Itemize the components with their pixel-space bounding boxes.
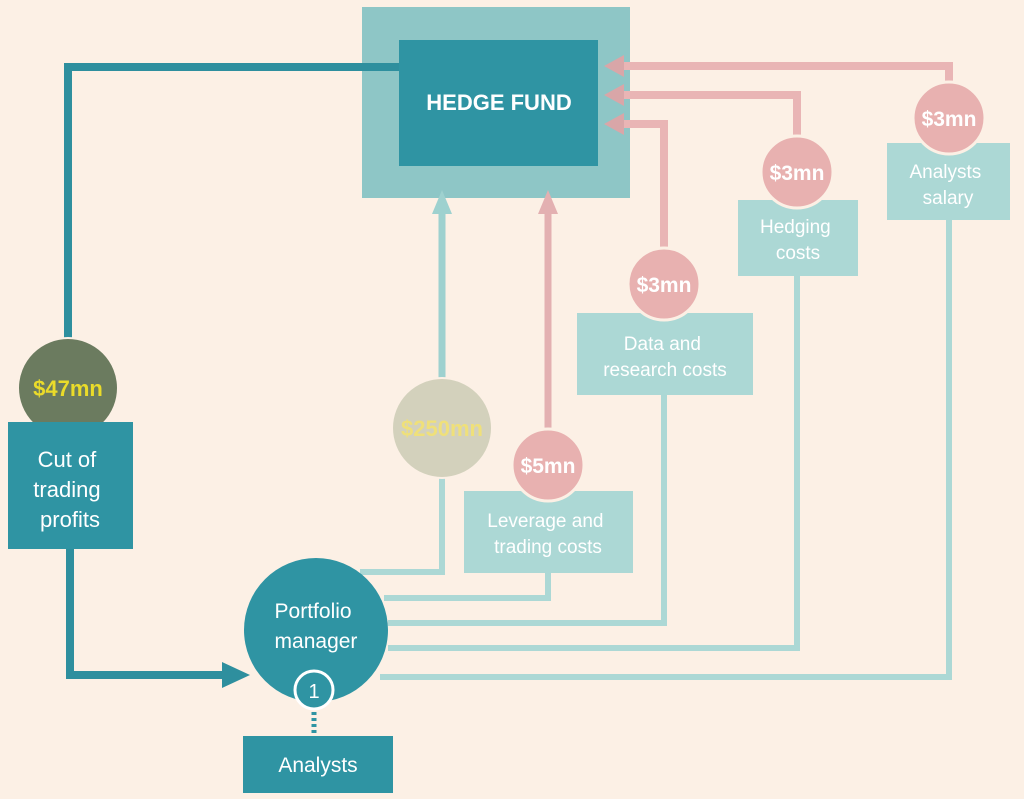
connector-salary	[380, 220, 952, 680]
capital-amount-circle	[391, 377, 493, 479]
analysts-salary-box	[887, 143, 1010, 220]
hedging-label: Hedging costs	[760, 217, 836, 264]
leverage-box	[464, 491, 633, 573]
connector-data	[388, 395, 667, 626]
hedging-box	[738, 200, 858, 276]
data-arrowhead-icon	[604, 113, 624, 135]
data-cost-line	[620, 120, 668, 248]
analyst-count-badge	[293, 669, 335, 711]
analysts-salary-amount-circle	[911, 80, 987, 156]
hedging-cost-line	[620, 91, 801, 136]
hedging-amount-circle	[759, 134, 835, 210]
data-research-box	[577, 313, 753, 395]
data-research-amount: $3mn	[637, 274, 692, 297]
hedging-amount: $3mn	[770, 162, 825, 185]
portfolio-manager-label: Portfolio manager	[275, 600, 358, 653]
data-research-label: Data and research costs	[603, 334, 727, 381]
leverage-amount-circle	[510, 427, 586, 503]
connector-leverage	[384, 573, 551, 601]
profit-line	[64, 63, 399, 340]
portfolio-manager-circle	[244, 558, 388, 702]
profit-to-pm-line	[66, 549, 230, 679]
hedge-fund-box	[399, 40, 598, 166]
analysts-salary-label: Analysts salary	[909, 162, 986, 209]
pm-arrowhead-icon	[222, 662, 250, 688]
connector-hedging	[388, 276, 800, 651]
cost-lines	[620, 62, 953, 248]
analysts-box	[243, 736, 393, 793]
trading-profits-label: Cut of trading profits	[33, 447, 106, 532]
leverage-label: Leverage and trading costs	[487, 511, 609, 558]
analysts-label: Analysts	[278, 754, 357, 777]
trading-profits-box	[8, 422, 133, 549]
hedging-arrowhead-icon	[604, 84, 624, 106]
leverage-arrowhead-icon	[538, 190, 558, 214]
hedge-fund-label: HEDGE FUND	[426, 90, 571, 115]
analyst-count: 1	[308, 681, 319, 703]
leverage-amount: $5mn	[521, 455, 576, 478]
data-research-amount-circle	[626, 246, 702, 322]
pm-connectors	[360, 220, 952, 680]
salary-arrowhead-icon	[604, 55, 624, 77]
analysts-salary-amount: $3mn	[922, 108, 977, 131]
connector-capital	[360, 478, 445, 575]
salary-cost-line	[620, 62, 953, 82]
capital-amount: $250mn	[401, 416, 483, 441]
capital-arrowhead-icon	[432, 190, 452, 214]
profit-amount: $47mn	[33, 376, 103, 401]
